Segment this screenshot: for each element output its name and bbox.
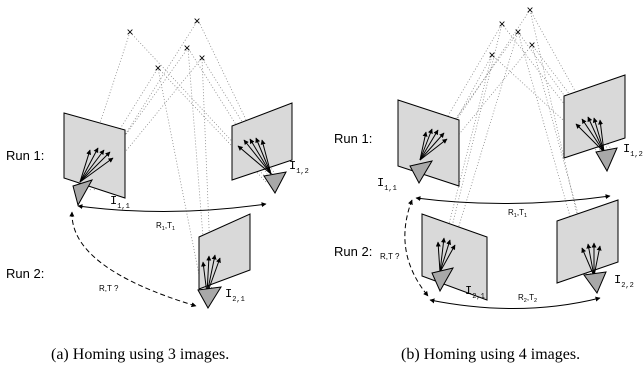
known-transform-arrow xyxy=(77,202,267,213)
image-label: I2,2 xyxy=(614,273,634,290)
landmark-marker: × xyxy=(183,41,190,55)
image-plane xyxy=(556,199,619,284)
unknown-transform-label: R,T ? xyxy=(380,252,400,261)
landmark-marker: × xyxy=(126,25,133,39)
landmark-marker: × xyxy=(198,51,205,65)
known-transform-arrow xyxy=(415,194,611,205)
landmarks-a: × × × × × xyxy=(126,14,205,75)
image-label: I1,1 xyxy=(110,194,130,211)
image-plane xyxy=(563,74,626,159)
bearing-arrows-b xyxy=(419,116,605,277)
known-transform-label: R2,T2 xyxy=(518,293,537,304)
camera xyxy=(197,286,222,309)
unknown-transform-arrow xyxy=(69,211,197,308)
unknown-transform-arrow xyxy=(404,199,429,297)
known-transform-label: R1,T1 xyxy=(508,208,527,219)
landmark-marker: × xyxy=(193,14,200,28)
unknown-transform-label: R,T ? xyxy=(99,284,119,293)
caption: (b) Homing using 4 images. xyxy=(401,346,580,363)
image-label: I2,1 xyxy=(465,284,485,301)
landmark-marker: × xyxy=(154,61,161,75)
run-label: Run 2: xyxy=(6,266,44,281)
panel-b: × × × × × xyxy=(334,3,643,363)
bearing-arrows-a xyxy=(79,137,272,295)
run-label: Run 2: xyxy=(334,244,372,259)
landmark-marker: × xyxy=(526,3,533,17)
image-plane xyxy=(198,213,251,290)
run-label: Run 1: xyxy=(334,131,372,146)
landmark-marker: × xyxy=(528,38,535,52)
image-plane xyxy=(397,99,460,187)
camera xyxy=(409,160,434,185)
camera xyxy=(263,171,287,194)
image-label: I2,1 xyxy=(225,287,245,304)
known-transform-arrow xyxy=(429,296,601,309)
landmarks-b: × × × × × xyxy=(488,3,535,62)
image-label: I1,2 xyxy=(289,159,309,176)
caption: (a) Homing using 3 images. xyxy=(51,346,229,363)
known-transform-label: R1,T1 xyxy=(156,221,175,232)
image-plane xyxy=(421,213,488,301)
landmark-marker: × xyxy=(498,17,505,31)
landmark-marker: × xyxy=(514,25,521,39)
panel-a: × × × × × xyxy=(6,14,309,363)
image-label: I1,1 xyxy=(377,176,397,193)
landmark-marker: × xyxy=(488,48,495,62)
camera xyxy=(431,267,454,293)
camera xyxy=(72,179,94,207)
image-label: I1,2 xyxy=(623,142,643,159)
camera xyxy=(583,271,607,295)
run-label: Run 1: xyxy=(6,148,44,163)
camera xyxy=(595,147,618,173)
